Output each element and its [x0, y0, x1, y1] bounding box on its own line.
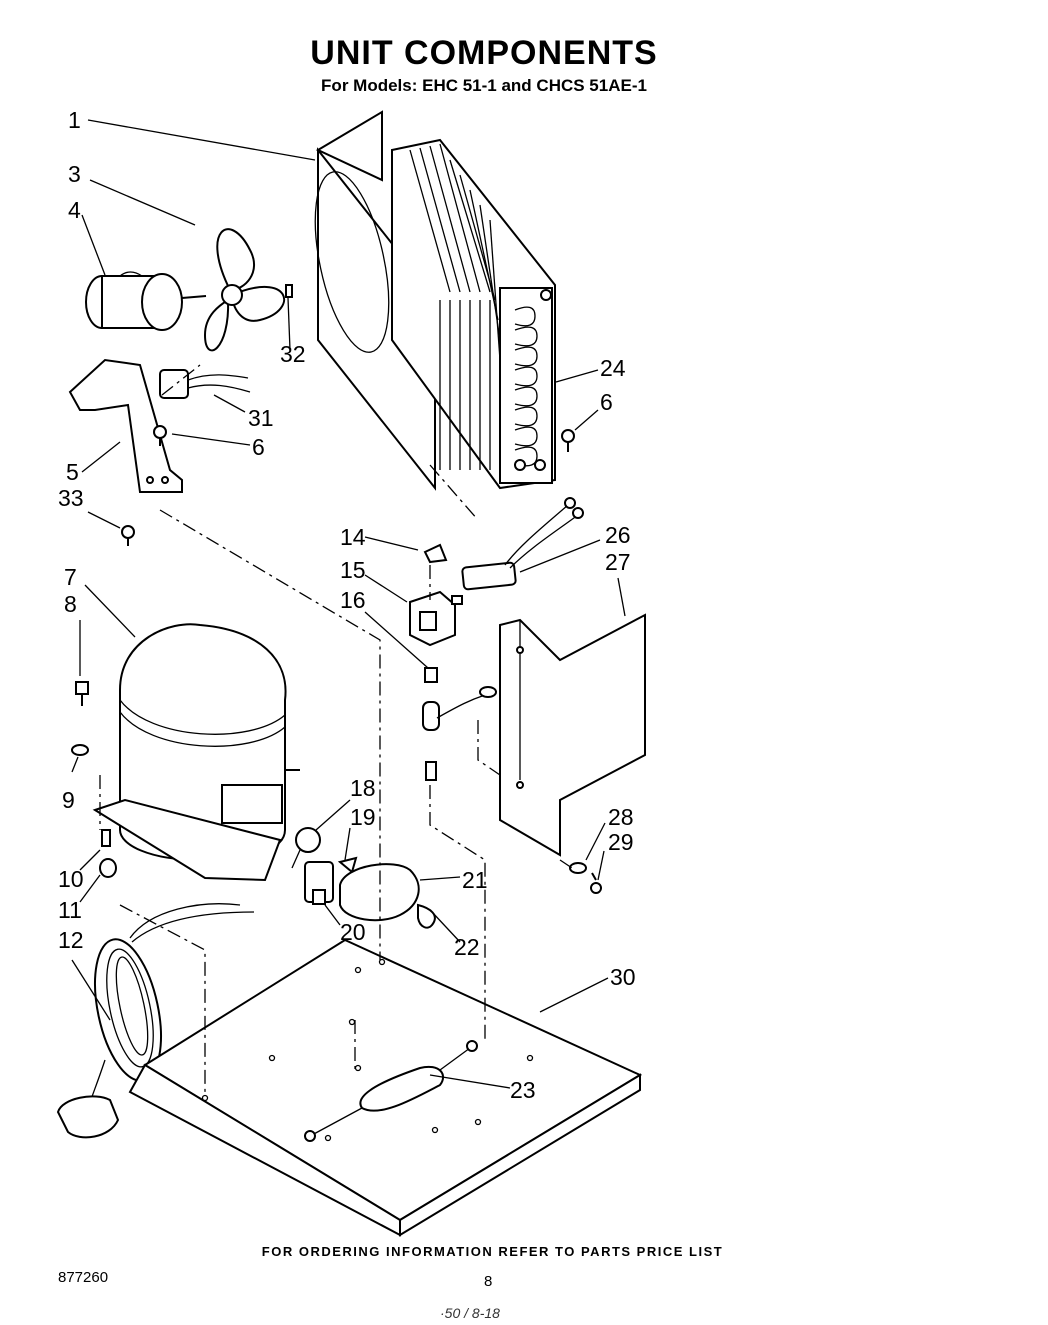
mounting-sleeve — [101, 829, 111, 847]
run-capacitor — [339, 863, 420, 922]
callout-label: 6 — [252, 434, 265, 460]
callout-label: 1 — [68, 107, 81, 133]
assembly-guide-lines — [99, 364, 576, 1095]
mounting-grommet — [99, 858, 117, 878]
condenser-shroud — [314, 110, 436, 491]
callout-label: 26 — [605, 522, 631, 548]
thermostat-clip — [423, 543, 448, 564]
callout-label: 12 — [58, 927, 84, 953]
callout-label: 14 — [340, 524, 366, 550]
fan-blade — [203, 228, 286, 352]
power-cord — [56, 903, 255, 1139]
callout-label: 19 — [350, 804, 376, 830]
thermostat — [409, 590, 463, 647]
fan-motor — [85, 271, 207, 331]
panel-washer — [569, 862, 587, 874]
callout-label: 24 — [600, 355, 626, 381]
callout-label: 9 — [62, 787, 75, 813]
callout-label: 21 — [462, 867, 488, 893]
fan-clip — [285, 284, 293, 298]
callout-label: 30 — [610, 964, 636, 990]
start-relay — [304, 861, 334, 905]
mounting-bolt — [75, 681, 89, 706]
callout-label: 32 — [280, 341, 306, 367]
callout-label: 7 — [64, 564, 77, 590]
motor-bracket — [68, 358, 183, 493]
page-title: UNIT COMPONENTS — [310, 34, 658, 72]
ordering-note: FOR ORDERING INFORMATION REFER TO PARTS … — [261, 1244, 724, 1259]
handwritten-note: ·50 / 8-18 — [440, 1305, 500, 1321]
callout-label: 11 — [58, 897, 82, 923]
callout-label: 27 — [605, 549, 631, 575]
screw — [153, 425, 167, 446]
mounting-washer — [71, 744, 89, 756]
callout-label: 3 — [68, 161, 81, 187]
wiring-connector — [461, 497, 584, 591]
panel-screw — [590, 872, 602, 894]
thermostat-sensor — [422, 667, 497, 781]
partition-panel — [499, 613, 646, 857]
page-subtitle: For Models: EHC 51-1 and CHCS 51AE-1 — [321, 76, 647, 95]
document-number: 877260 — [58, 1269, 109, 1286]
callout-label: 20 — [340, 919, 366, 945]
callout-label: 5 — [66, 459, 79, 485]
screw — [561, 429, 575, 452]
callout-label: 22 — [454, 934, 480, 960]
callout-label: 15 — [340, 557, 366, 583]
leader-lines — [71, 119, 626, 1089]
overload-protector — [291, 827, 321, 869]
callout-label: 23 — [510, 1077, 536, 1103]
screw — [121, 525, 135, 546]
callout-label: 28 — [608, 804, 634, 830]
callout-label: 4 — [68, 197, 81, 223]
compressor — [92, 623, 300, 882]
callout-label: 31 — [248, 405, 274, 431]
callout-label: 6 — [600, 389, 613, 415]
terminal-clip — [337, 856, 358, 874]
filter-drier — [304, 1040, 478, 1142]
callout-label: 33 — [58, 485, 84, 511]
callout-labels: 1 3 4 32 24 6 31 6 5 33 14 26 15 27 16 7… — [58, 107, 636, 1103]
capacitor — [159, 369, 251, 399]
callout-label: 16 — [340, 587, 366, 613]
callout-label: 18 — [350, 775, 376, 801]
page-number: 8 — [484, 1273, 493, 1290]
capacitor-strap — [417, 903, 436, 929]
callout-label: 8 — [64, 591, 77, 617]
condenser-coil — [391, 138, 556, 490]
callout-label: 29 — [608, 829, 634, 855]
callout-label: 10 — [58, 866, 84, 892]
